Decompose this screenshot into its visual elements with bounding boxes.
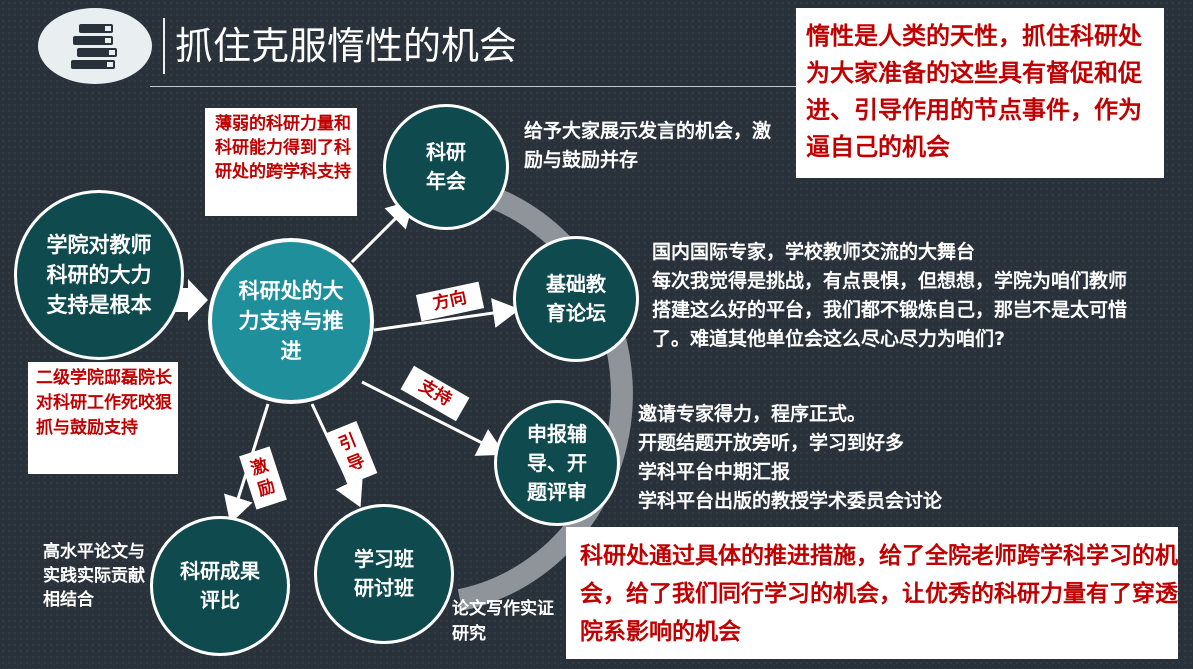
logo-badge	[38, 8, 152, 84]
title-underline	[150, 86, 800, 87]
circle-shenbao: 申报辅导、开题评审	[494, 400, 620, 526]
circle-xuexi-label: 学习班研讨班	[354, 547, 414, 600]
chengguo-description: 高水平论文与实践实际贡献相结合	[43, 542, 145, 610]
circle-luntan-label: 基础教育论坛	[546, 272, 606, 325]
circle-shenbao-label: 申报辅导、开题评审	[527, 421, 587, 504]
circle-main: 科研处的大力支持与推进	[208, 238, 374, 404]
circle-chengguo: 科研成果评比	[150, 516, 290, 656]
shenbao-description: 邀请专家得力，程序正式。 开题结题开放旁听，学习到好多 学科平台中期汇报 学科平…	[638, 403, 943, 512]
circle-nianhui-label: 科研年会	[426, 140, 466, 193]
top-right-note: 惰性是人类的天性，抓住科研处为大家准备的这些具有督促和促进、引导作用的节点事件，…	[796, 8, 1164, 178]
luntan-description: 国内国际专家，学校教师交流的大舞台 每次我觉得是挑战，有点畏惧，但想想，学院为咱…	[652, 241, 1128, 350]
circle-chengguo-label: 科研成果评比	[180, 559, 260, 612]
circle-luntan: 基础教育论坛	[513, 236, 639, 362]
nianhui-description: 给予大家展示发言的机会，激励与鼓励并存	[524, 120, 772, 171]
circle-college-support: 学院对教师科研的大力支持是根本	[14, 190, 184, 360]
circle-main-label: 科研处的大力支持与推进	[238, 279, 344, 363]
arrow-to-nianhui	[350, 199, 415, 264]
title-separator	[163, 18, 165, 74]
stacked-books-icon	[71, 24, 117, 69]
page-title: 抓住克服惰性的机会	[175, 24, 518, 68]
circle-nianhui: 科研年会	[383, 104, 509, 230]
dean-support-note: 二级学院邸磊院长对科研工作死咬狠抓与鼓励支持	[28, 362, 178, 474]
bottom-note: 科研处通过具体的推进措施，给了全院老师跨学科学习的机会，给了我们同行学习的机会，…	[566, 527, 1178, 659]
weak-support-note: 薄弱的科研力量和科研能力得到了科研处的跨学科支持	[205, 108, 357, 216]
arrow-to-luntan	[373, 298, 520, 332]
progress-ring-arc	[457, 179, 633, 611]
circle-xuexi: 学习班研讨班	[314, 504, 454, 644]
xuexi-description: 论文写作实证研究	[452, 599, 554, 644]
arrow-to-shenbao	[361, 380, 506, 456]
circle-college-support-label: 学院对教师科研的大力支持是根本	[46, 233, 152, 317]
